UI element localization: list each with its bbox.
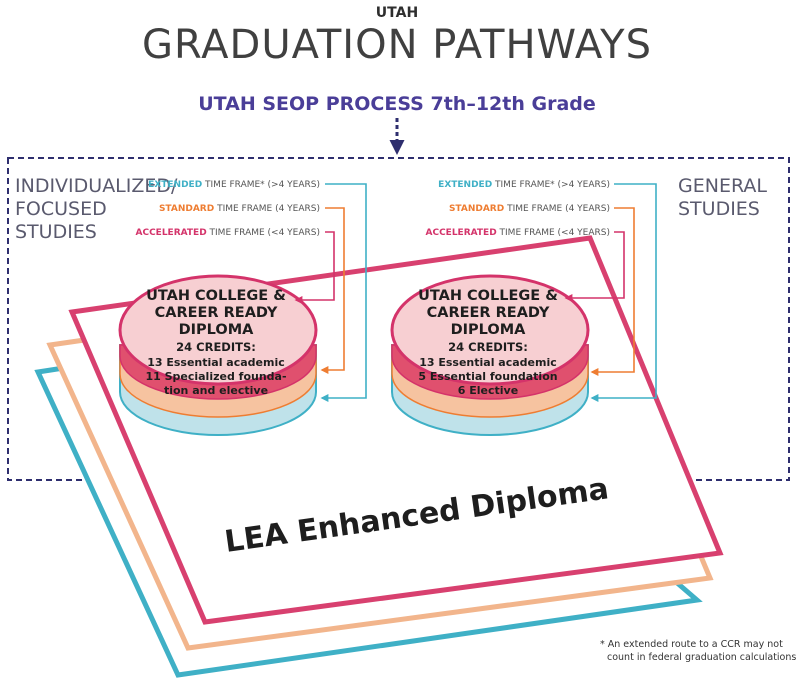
left-diploma-title-1: UTAH COLLEGE & [146,288,286,304]
page-title: GRADUATION PATHWAYS [142,22,652,68]
right-extended-path [590,183,657,402]
left-group-label-1: INDIVIDUALIZED/ [15,175,178,197]
right-timeframe-accelerated: ACCELERATED TIME FRAME (<4 YEARS) [426,228,611,238]
right-diploma-title-3: DIPLOMA [451,322,527,338]
right-diploma-text: UTAH COLLEGE & CAREER READY DIPLOMA 24 C… [418,288,558,397]
left-timeframe-standard: STANDARD TIME FRAME (4 YEARS) [159,204,320,214]
left-extended-path [320,183,367,402]
left-timeframe-accelerated: ACCELERATED TIME FRAME (<4 YEARS) [136,228,321,238]
footnote-line-1: * An extended route to a CCR may not [600,639,783,650]
right-diploma-title-2: CAREER READY [427,305,550,321]
right-group-label-1: GENERAL [678,175,767,197]
right-diploma-credits: 24 CREDITS: [448,340,528,354]
left-diploma-title-2: CAREER READY [155,305,278,321]
right-accelerated-path [564,231,625,302]
footnote-line-2: count in federal graduation calculations… [607,652,797,663]
right-timeframe-standard: STANDARD TIME FRAME (4 YEARS) [449,204,610,214]
left-group-label-3: STUDIES [15,221,97,243]
left-diploma-disc [118,274,318,436]
right-timeframe-extended: EXTENDED TIME FRAME* (>4 YEARS) [438,180,610,190]
left-group-label-2: FOCUSED [15,198,107,220]
left-diploma-credits: 24 CREDITS: [176,340,256,354]
right-diploma-detail-2: 5 Essential foundation [418,370,557,383]
left-diploma-title-3: DIPLOMA [179,322,255,338]
right-group-label-2: STUDIES [678,198,760,220]
title-kicker: UTAH [376,5,418,21]
right-diploma-detail-1: 13 Essential academic [419,356,557,369]
left-standard-path [320,207,345,374]
right-standard-path [590,207,635,376]
left-diploma-detail-3: tion and elective [164,384,268,397]
process-heading: UTAH SEOP PROCESS 7th–12th Grade [198,93,596,115]
right-diploma-detail-3: 6 Elective [458,384,518,397]
right-diploma-title-1: UTAH COLLEGE & [418,288,558,304]
left-accelerated-path [294,231,335,304]
right-diploma-disc [390,274,590,436]
left-timeframe-extended: EXTENDED TIME FRAME* (>4 YEARS) [148,180,320,190]
left-diploma-detail-2: 11 Specialized founda- [145,370,286,383]
left-diploma-detail-1: 13 Essential academic [147,356,285,369]
left-diploma-text: UTAH COLLEGE & CAREER READY DIPLOMA 24 C… [145,288,286,397]
